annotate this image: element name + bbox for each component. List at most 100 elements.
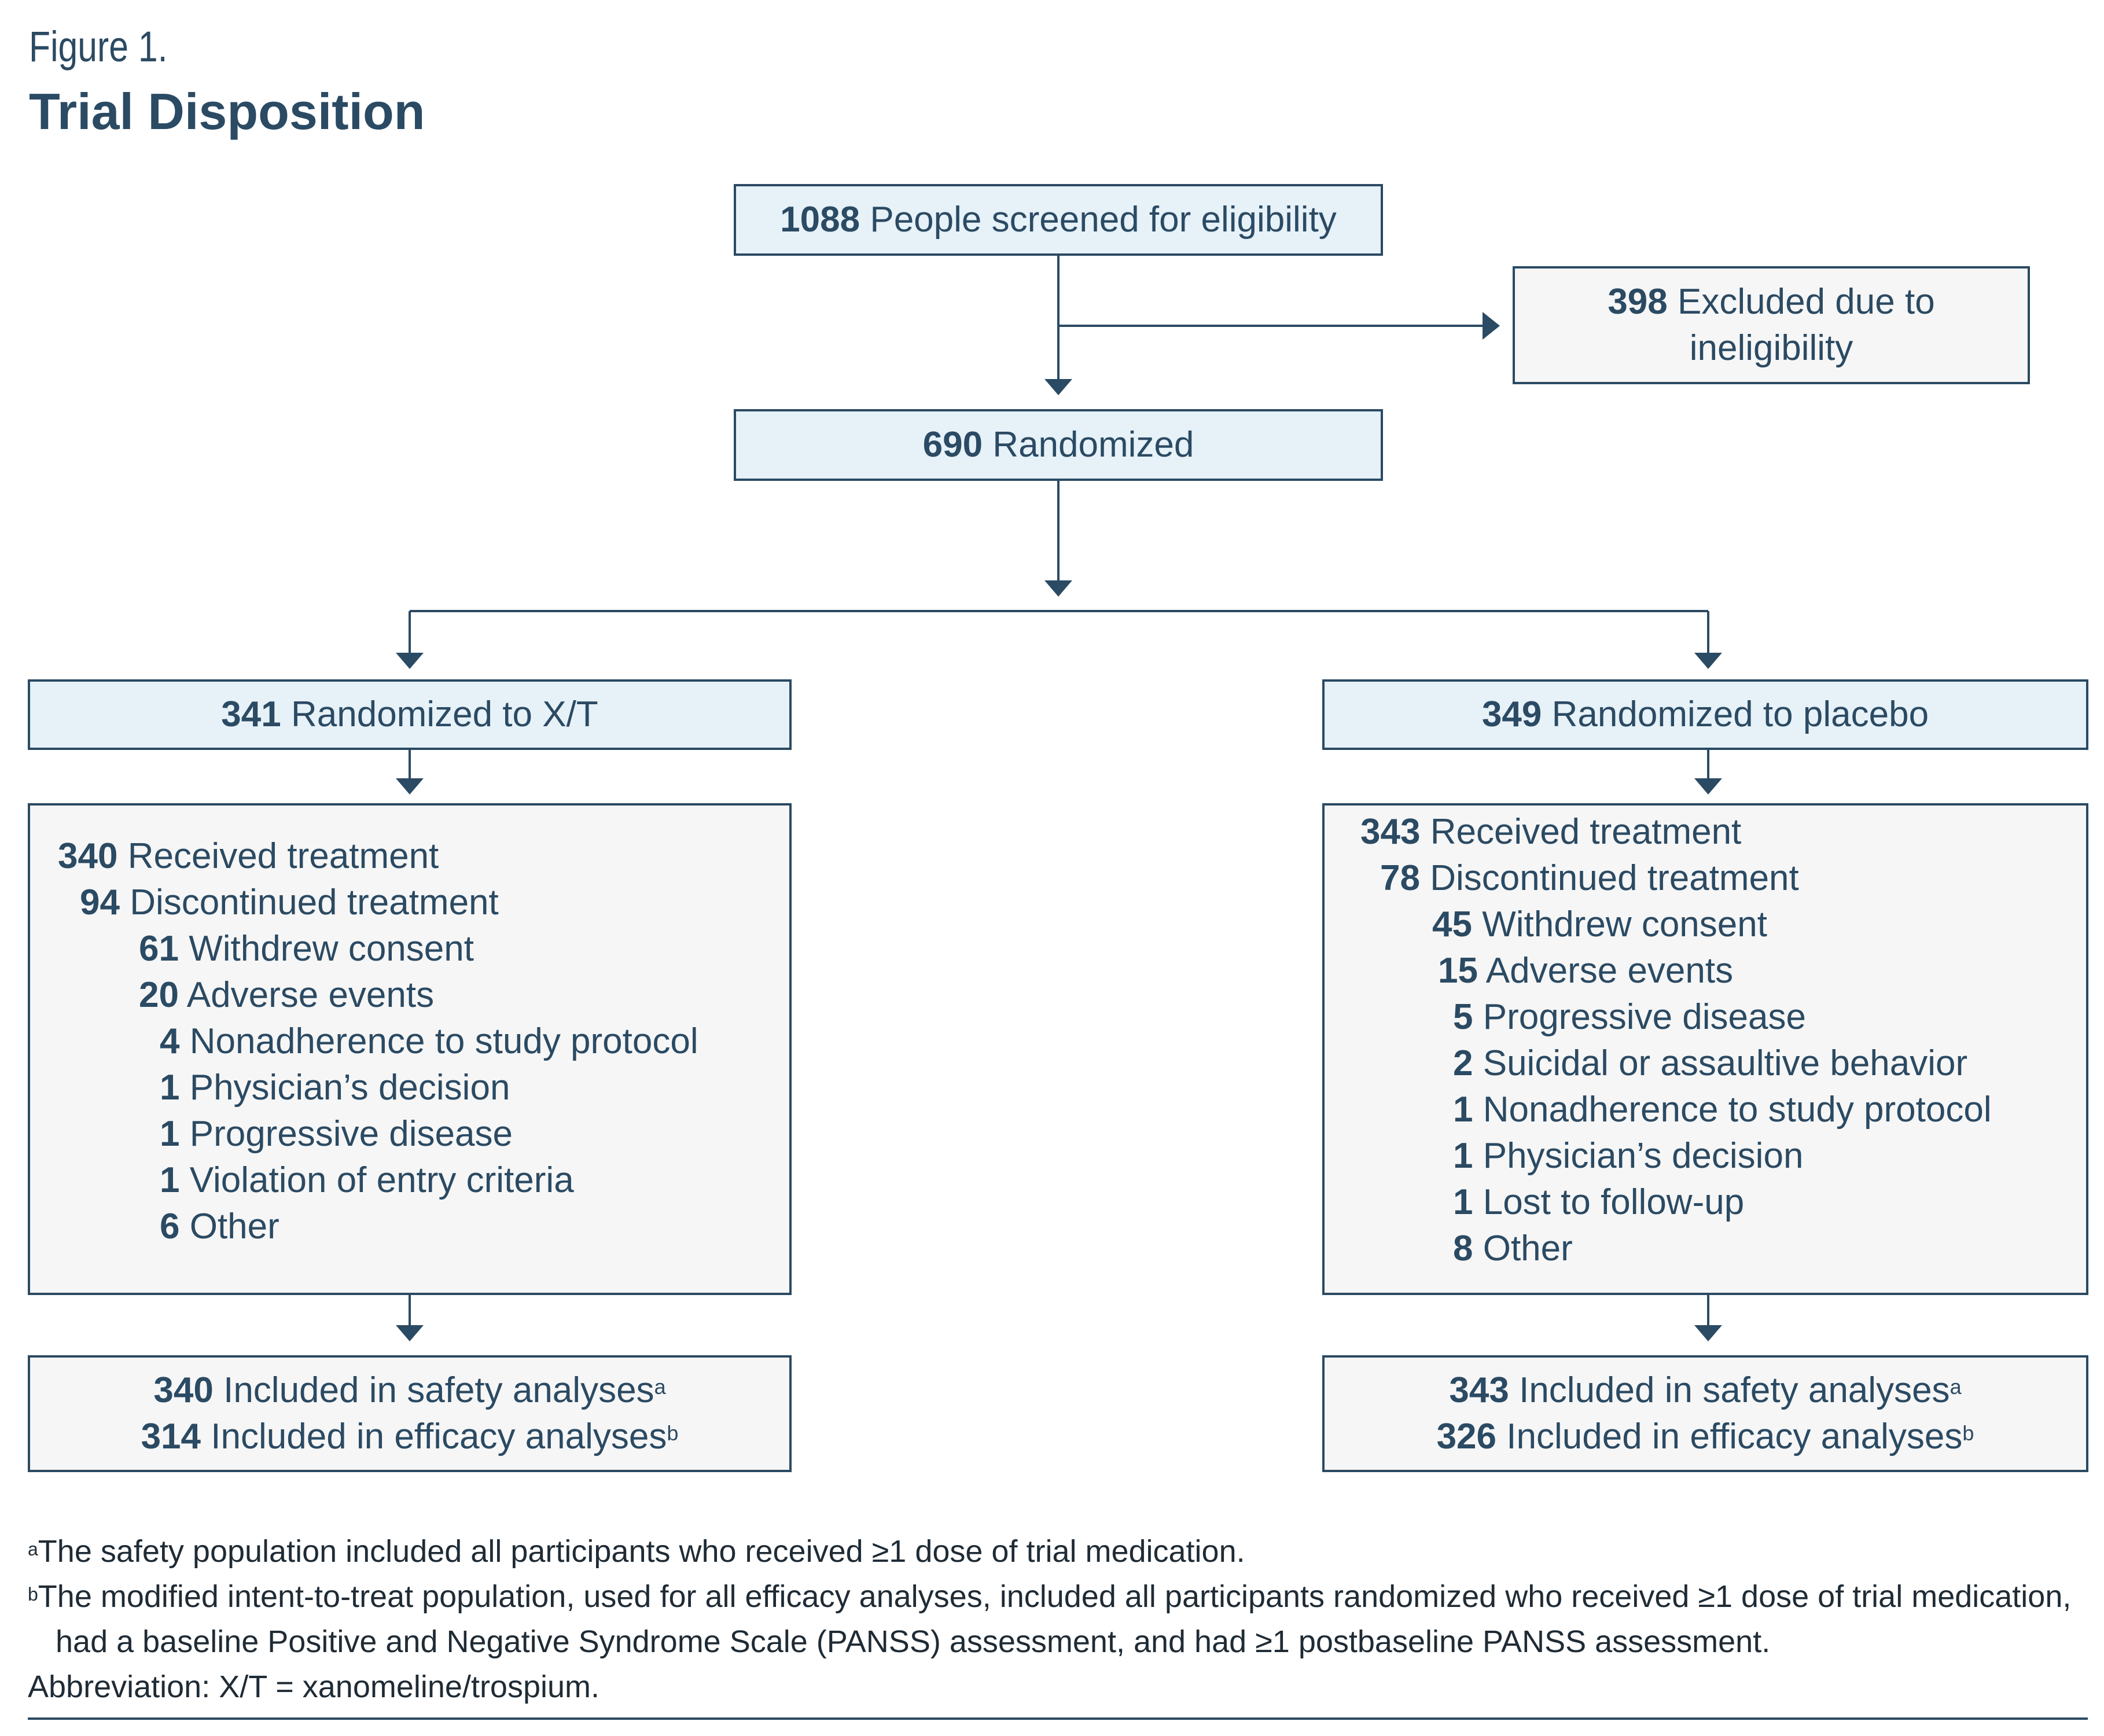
arrowhead-to-excluded: [1483, 312, 1500, 340]
placebo-safety-line: 343 Included in safety analysesa: [1449, 1367, 1961, 1414]
item-label: Received treatment: [1430, 812, 1742, 852]
list-item: 1 Nonadherence to study protocol: [1453, 1087, 1992, 1133]
screened-box: 1088 People screened for eligibility: [734, 184, 1383, 256]
footnote-ref-a: a: [654, 1375, 666, 1399]
list-item: 6 Other: [160, 1204, 279, 1250]
randomized-line: 690 Randomized: [923, 422, 1194, 468]
item-label: Other: [189, 1207, 279, 1246]
excluded-label-2: ineligibility: [1689, 328, 1853, 368]
footnote-b-text-2: had a baseline Positive and Negative Syn…: [56, 1624, 1771, 1659]
placebo-efficacy-label: Included in efficacy analyses: [1506, 1417, 1963, 1457]
placebo-analyses-box: 343 Included in safety analysesa 326 Inc…: [1322, 1355, 2088, 1472]
abbreviation-text: Abbreviation: X/T = xanomeline/trospium.: [28, 1669, 600, 1704]
list-item: 15 Adverse events: [1438, 948, 1733, 994]
xt-disposition-box: 340 Received treatment 94 Discontinued t…: [28, 803, 792, 1295]
xt-safety-line: 340 Included in safety analysesa: [153, 1367, 665, 1414]
item-label: Suicidal or assaultive behavior: [1483, 1043, 1968, 1083]
item-count: 45: [1432, 904, 1472, 944]
item-count: 78: [1380, 858, 1420, 898]
screened-count: 1088: [780, 200, 860, 240]
randomized-label: Randomized: [992, 425, 1194, 465]
xt-header-label: Randomized to X/T: [290, 694, 598, 734]
item-count: 1: [1453, 1090, 1473, 1130]
list-item: 1 Physician’s decision: [1453, 1133, 1803, 1179]
item-count: 94: [80, 882, 120, 922]
arrowhead-to-xt-analyses: [396, 1325, 424, 1341]
item-label: Progressive disease: [1483, 997, 1806, 1037]
placebo-header-count: 349: [1481, 694, 1542, 734]
item-label: Nonadherence to study protocol: [1483, 1090, 1992, 1130]
list-item: 1 Progressive disease: [160, 1111, 513, 1157]
screened-line: 1088 People screened for eligibility: [780, 197, 1337, 243]
xt-efficacy-count: 314: [141, 1417, 201, 1457]
item-label: Withdrew consent: [189, 929, 474, 969]
item-label: Adverse events: [1485, 951, 1734, 991]
placebo-efficacy-line: 326 Included in efficacy analysesb: [1437, 1414, 1974, 1460]
item-count: 1: [160, 1068, 180, 1108]
xt-header-count: 341: [221, 694, 281, 734]
excluded-line-1: 398 Excluded due to: [1608, 279, 1934, 325]
list-item: 78 Discontinued treatment: [1380, 855, 1799, 902]
item-label: Nonadherence to study protocol: [189, 1021, 698, 1061]
list-item: 5 Progressive disease: [1453, 994, 1806, 1040]
placebo-header-line: 349 Randomized to placebo: [1482, 692, 1929, 738]
footnote-ref-b: b: [1962, 1421, 1974, 1445]
footnote-b-text-1: The modified intent-to-treat population,…: [38, 1579, 2072, 1614]
item-count: 343: [1360, 812, 1421, 852]
excluded-count: 398: [1608, 282, 1668, 322]
item-count: 5: [1453, 997, 1473, 1037]
xt-efficacy-line: 314 Included in efficacy analysesb: [141, 1414, 679, 1460]
placebo-safety-count: 343: [1449, 1370, 1509, 1410]
arrowhead-to-split: [1044, 580, 1072, 597]
footnote-b: bThe modified intent-to-treat population…: [28, 1577, 2071, 1616]
list-item: 343 Received treatment: [1360, 809, 1741, 855]
item-label: Violation of entry criteria: [189, 1160, 574, 1200]
randomized-count: 690: [922, 425, 983, 465]
footnote-ref-b: b: [667, 1421, 679, 1445]
footnote-b-mark: b: [28, 1584, 38, 1605]
bottom-rule: [28, 1717, 2088, 1720]
excluded-box: 398 Excluded due to ineligibility: [1513, 266, 2030, 384]
footnote-a-mark: a: [28, 1539, 38, 1560]
placebo-disposition-box: 343 Received treatment 78 Discontinued t…: [1322, 803, 2088, 1295]
item-count: 6: [160, 1207, 180, 1246]
item-label: Progressive disease: [189, 1114, 513, 1154]
placebo-header-box: 349 Randomized to placebo: [1322, 679, 2088, 750]
item-count: 1: [160, 1160, 180, 1200]
list-item: 1 Lost to follow-up: [1453, 1179, 1744, 1226]
footnote-a-text: The safety population included all parti…: [38, 1534, 1245, 1569]
xt-header-line: 341 Randomized to X/T: [221, 692, 598, 738]
arrowhead-to-xt-header: [396, 653, 424, 669]
item-label: Lost to follow-up: [1483, 1182, 1745, 1222]
item-label: Discontinued treatment: [130, 882, 499, 922]
screened-label: People screened for eligibility: [870, 200, 1337, 240]
item-count: 8: [1453, 1229, 1473, 1268]
arrowhead-to-placebo-header: [1694, 653, 1722, 669]
list-item: 94 Discontinued treatment: [80, 880, 499, 926]
item-count: 340: [58, 836, 118, 876]
list-item: 4 Nonadherence to study protocol: [160, 1018, 698, 1065]
placebo-header-label: Randomized to placebo: [1551, 694, 1929, 734]
list-item: 8 Other: [1453, 1226, 1573, 1272]
item-count: 15: [1438, 951, 1478, 991]
item-count: 20: [139, 975, 179, 1015]
abbreviation-note: Abbreviation: X/T = xanomeline/trospium.: [28, 1668, 599, 1706]
list-item: 20 Adverse events: [139, 972, 434, 1018]
item-count: 1: [160, 1114, 180, 1154]
item-count: 61: [139, 929, 179, 969]
list-item: 340 Received treatment: [58, 833, 439, 880]
footnote-a: aThe safety population included all part…: [28, 1532, 1245, 1571]
placebo-safety-label: Included in safety analyses: [1519, 1370, 1950, 1410]
item-label: Received treatment: [127, 836, 439, 876]
item-label: Other: [1483, 1229, 1573, 1268]
item-label: Adverse events: [186, 975, 435, 1015]
arrowhead-to-placebo-list: [1694, 778, 1722, 795]
footnote-ref-a: a: [1949, 1375, 1962, 1399]
list-item: 1 Physician’s decision: [160, 1065, 510, 1111]
randomized-box: 690 Randomized: [734, 409, 1383, 481]
item-count: 2: [1453, 1043, 1473, 1083]
list-item: 45 Withdrew consent: [1432, 902, 1767, 948]
item-label: Physician’s decision: [189, 1068, 510, 1108]
arrowhead-to-randomized: [1044, 379, 1072, 395]
